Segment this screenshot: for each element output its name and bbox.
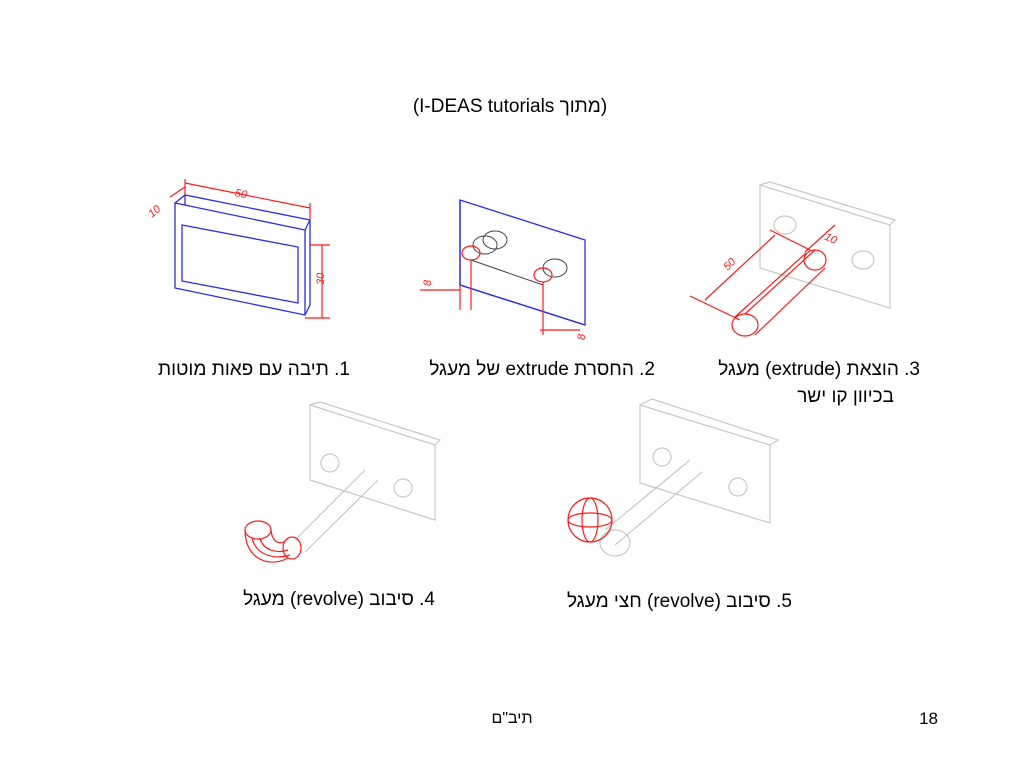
page-number: 18	[919, 709, 938, 728]
extruded-cylinder	[731, 249, 827, 337]
footer-center: תיב"ם	[491, 710, 533, 727]
figure-1-chamfered-box: 10 50 30	[146, 179, 330, 319]
box-wireframe	[174, 194, 311, 316]
caption-4: 4. סיבוב (revolve) מעגל	[243, 589, 435, 610]
cut-holes	[461, 230, 568, 286]
caption-3-line-1: 3. הוצאת (extrude) מעגל	[718, 359, 920, 380]
caption-2: 2. החסרת extrude של מעגל	[429, 359, 655, 380]
dimension-lines	[689, 224, 836, 321]
ghost-block	[759, 181, 897, 309]
dim-bottom-label: 8	[576, 333, 588, 340]
caption-1: 1. תיבה עם פאות מוטות	[157, 359, 350, 380]
ghost-block	[294, 401, 442, 553]
figure-5-revolve-half-circle	[567, 398, 780, 557]
dim-diameter-label: 10	[823, 231, 840, 247]
figure-4-revolve-circle	[244, 401, 442, 563]
dim-width-label: 50	[234, 187, 249, 201]
slide-title: (I-DEAS tutorials מתוך)	[412, 96, 608, 117]
dim-left-label: 8	[422, 279, 434, 286]
dimension-lines	[169, 179, 330, 319]
figure-3-extrude-circle: 50 10	[689, 181, 897, 337]
dimension-lines	[420, 260, 580, 335]
revolved-sphere	[567, 497, 613, 543]
caption-5: 5. סיבוב (revolve) חצי מעגל	[567, 591, 792, 612]
ghost-block	[599, 398, 780, 557]
dim-depth-label: 10	[146, 203, 164, 221]
caption-3-line-2: בכיוון קו ישר	[797, 386, 894, 407]
figure-2-extrude-cut: 8 8	[420, 199, 588, 340]
revolved-hook	[244, 520, 302, 563]
dim-height-label: 30	[315, 272, 327, 285]
